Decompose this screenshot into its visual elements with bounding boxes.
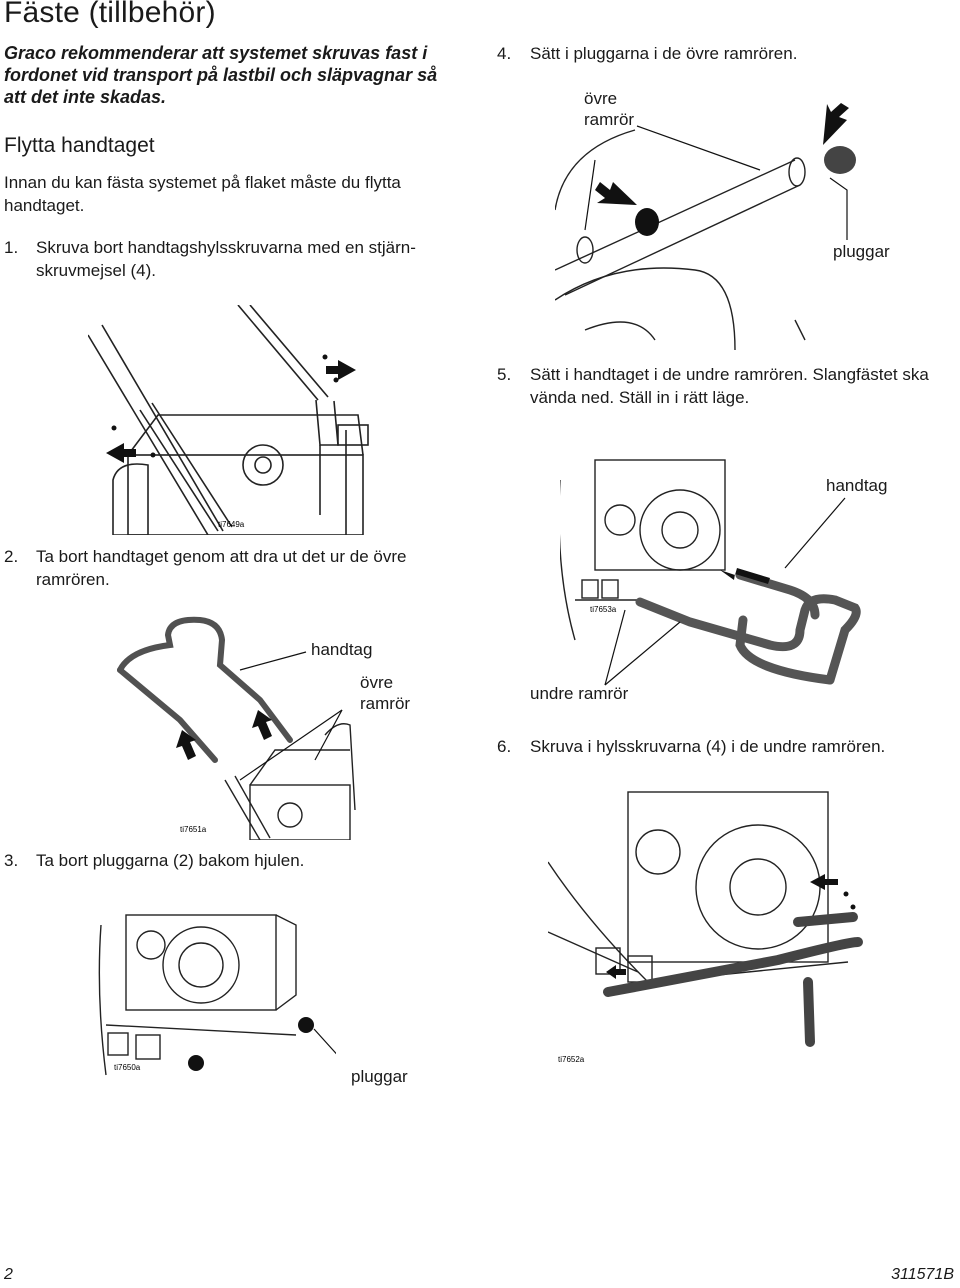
label-plugs: pluggar bbox=[833, 242, 890, 261]
section-heading: Flytta handtaget bbox=[4, 134, 155, 157]
label-plugs: pluggar bbox=[351, 1067, 408, 1086]
label-handle: handtag bbox=[311, 640, 373, 659]
figure-remove-handle: ti7651a bbox=[110, 610, 360, 840]
step-4-number: 4. bbox=[497, 44, 512, 63]
figure-install-screws: ti7652a bbox=[548, 782, 878, 1072]
step-4-text: Sätt i pluggarna i de övre ramrören. bbox=[530, 44, 798, 63]
intro-text: Innan du kan fästa systemet på flaket må… bbox=[4, 173, 401, 215]
label-lower-tube: undre ramrör bbox=[530, 684, 629, 703]
figure-ref: ti7651a bbox=[180, 825, 207, 834]
step-5-text: Sätt i handtaget i de undre ramrören. Sl… bbox=[530, 365, 929, 407]
figure-ref: ti7652a bbox=[558, 1055, 585, 1064]
step-2-number: 2. bbox=[4, 547, 19, 566]
step-1-number: 1. bbox=[4, 238, 19, 257]
label-upper-line2: ramrör bbox=[360, 694, 411, 713]
safety-note: Graco rekommenderar att systemet skruvas… bbox=[4, 43, 438, 107]
step-1-text: Skruva bort handtagshylsskruvarna med en… bbox=[36, 238, 416, 280]
step-6-text: Skruva i hylsskruvarna (4) i de undre ra… bbox=[530, 737, 886, 756]
label-upper-line2: ramrör bbox=[584, 110, 635, 129]
step-3-number: 3. bbox=[4, 851, 19, 870]
page-title: Fäste (tillbehör) bbox=[4, 0, 216, 29]
figure-insert-handle: ti7653a bbox=[560, 450, 870, 710]
page-number: 2 bbox=[4, 1266, 13, 1283]
document-number: 311571B bbox=[891, 1266, 954, 1283]
figure-remove-plugs: ti7650a bbox=[96, 895, 336, 1085]
label-upper-line1: övre bbox=[360, 673, 394, 692]
figure-insert-plugs bbox=[555, 90, 875, 350]
figure-remove-screws: ti7649a bbox=[88, 305, 388, 535]
step-2-text: Ta bort handtaget genom att dra ut det u… bbox=[36, 547, 407, 589]
step-6-number: 6. bbox=[497, 737, 512, 756]
label-upper-line1: övre bbox=[584, 89, 618, 108]
figure-ref: ti7649a bbox=[218, 520, 245, 529]
label-handle: handtag bbox=[826, 476, 888, 495]
step-3-text: Ta bort pluggarna (2) bakom hjulen. bbox=[36, 851, 305, 870]
step-5-number: 5. bbox=[497, 365, 512, 384]
figure-ref: ti7653a bbox=[590, 605, 617, 614]
figure-ref: ti7650a bbox=[114, 1063, 141, 1072]
